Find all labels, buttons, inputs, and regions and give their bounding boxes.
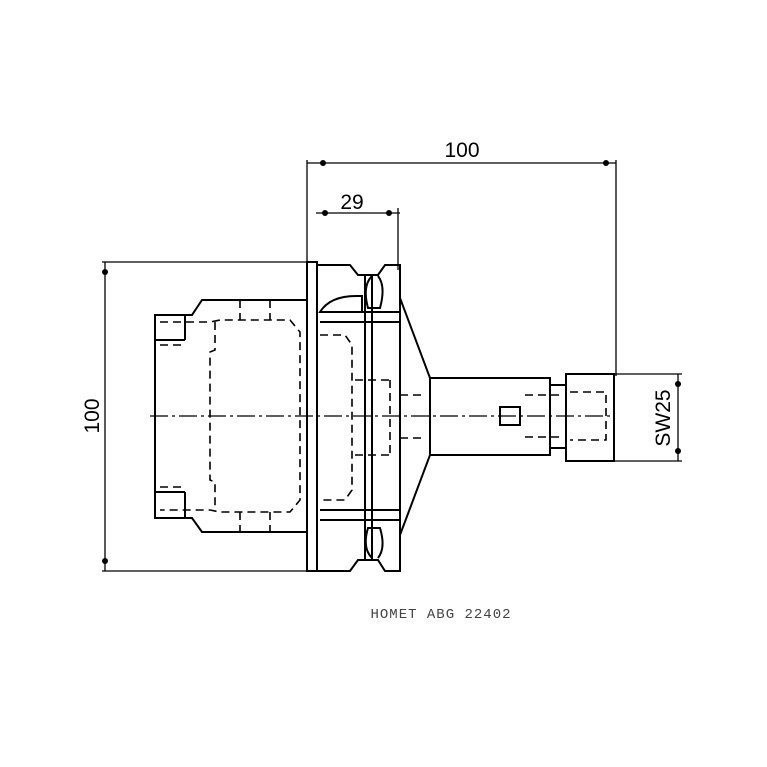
part-number-caption: HOMET ABG 22402 — [370, 607, 511, 623]
dimension-wrench-size-label: SW25 — [652, 389, 675, 446]
clamp-nut — [549, 373, 615, 462]
flange-hidden-contour — [320, 334, 425, 501]
taper-cone — [399, 297, 431, 536]
dimension-diameter: 100 — [81, 261, 307, 572]
dimension-wrench-size: SW25 — [612, 373, 682, 462]
dimension-total-length-label: 100 — [444, 139, 479, 162]
main-body-outline — [154, 299, 307, 533]
dimension-flange-width-label: 29 — [340, 191, 363, 214]
dimension-diameter-label: 100 — [81, 398, 104, 433]
internal-hidden-contour — [160, 300, 301, 532]
dimension-total-length: 100 — [306, 139, 617, 376]
dimension-flange-width: 29 — [316, 191, 400, 270]
